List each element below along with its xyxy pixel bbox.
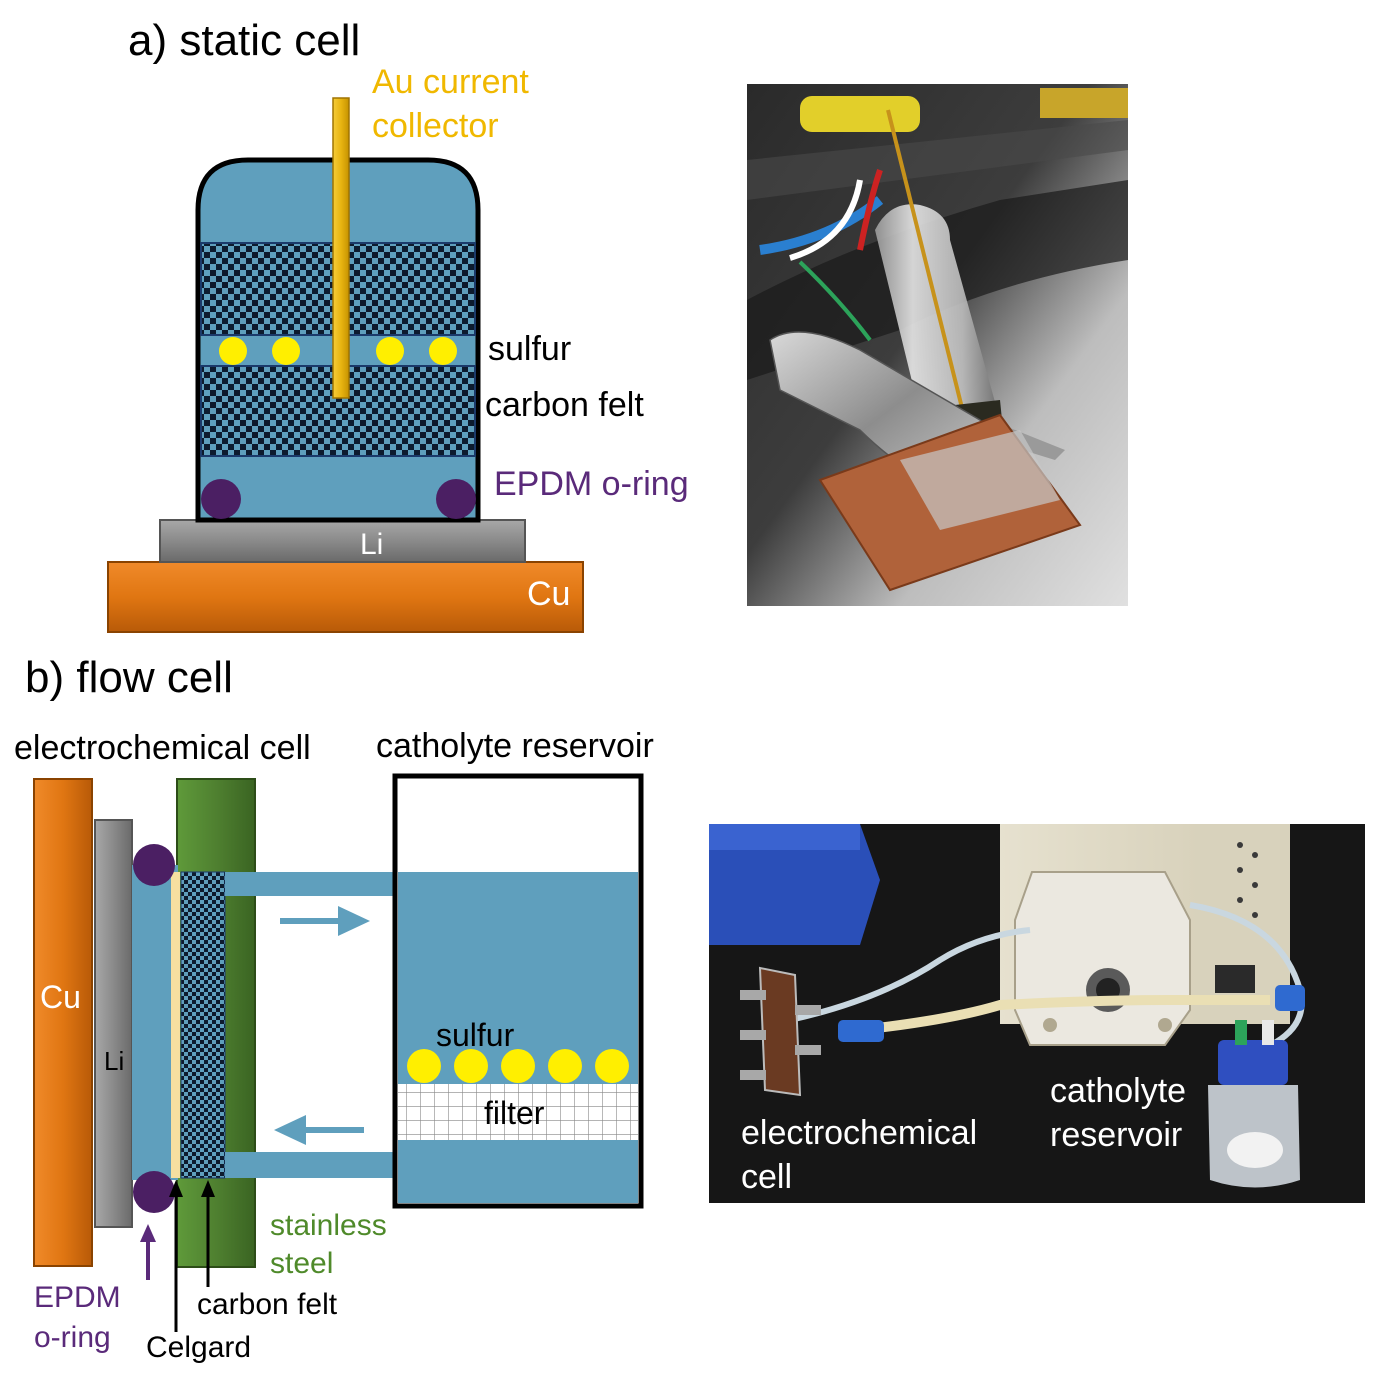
- sulfur-particle: [454, 1049, 488, 1083]
- photo-label-cell-line1: electrochemical: [741, 1114, 977, 1152]
- sulfur-particle: [407, 1049, 441, 1083]
- label-electrochemical-cell: electrochemical cell: [14, 729, 311, 767]
- label-catholyte-reservoir: catholyte reservoir: [376, 727, 654, 765]
- photo-label-reservoir-line1: catholyte: [1050, 1072, 1186, 1110]
- au-current-collector: [332, 97, 350, 399]
- pointer-celgard: [169, 1180, 183, 1332]
- lithium-plate: [94, 819, 133, 1228]
- flow-cell-diagram: [33, 773, 644, 1332]
- label-carbon-felt-b: carbon felt: [197, 1288, 338, 1321]
- pointer-carbon-felt: [201, 1180, 215, 1287]
- sulfur-particle: [595, 1049, 629, 1083]
- carbon-felt-strip: [180, 871, 226, 1179]
- panel-a-title: a) static cell: [128, 16, 360, 65]
- sulfur-particle: [429, 337, 457, 365]
- oring-top: [133, 844, 175, 886]
- photo-label-cell-line2: cell: [741, 1158, 792, 1196]
- label-oring-a: EPDM o-ring: [494, 465, 689, 503]
- copper-plate: [33, 778, 93, 1267]
- label-sulfur-b: sulfur: [436, 1017, 515, 1053]
- label-filter: filter: [484, 1095, 545, 1131]
- oring-bottom: [133, 1171, 175, 1213]
- pipe-top: [225, 872, 400, 896]
- sulfur-particle: [219, 337, 247, 365]
- label-cu-a: Cu: [527, 575, 570, 613]
- label-celgard: Celgard: [146, 1331, 251, 1364]
- pipe-bottom: [225, 1152, 400, 1178]
- label-stainless-line2: steel: [270, 1247, 333, 1280]
- photo-label-reservoir-line2: reservoir: [1050, 1116, 1182, 1154]
- flow-cell-photo: [709, 824, 1365, 1203]
- label-oring-b-line2: o-ring: [34, 1321, 111, 1354]
- lithium-layer: [159, 519, 526, 563]
- label-carbon-felt-a: carbon felt: [485, 386, 644, 424]
- filter: [398, 1084, 638, 1140]
- celgard-separator: [171, 872, 180, 1178]
- label-li-b: Li: [104, 1046, 124, 1076]
- reservoir-liquid: [398, 872, 638, 1203]
- copper-base: [107, 561, 584, 633]
- flow-arrow-left: [274, 1115, 364, 1145]
- label-sulfur-a: sulfur: [488, 330, 571, 368]
- label-stainless-line1: stainless: [270, 1209, 387, 1242]
- sulfur-particle: [376, 337, 404, 365]
- sulfur-particle: [501, 1049, 535, 1083]
- label-cu-b: Cu: [40, 979, 81, 1015]
- label-oring-b-line1: EPDM: [34, 1281, 121, 1314]
- static-cell-photo: [747, 84, 1128, 606]
- electrolyte-channel: [132, 865, 178, 1180]
- static-cell-diagram: [107, 97, 584, 633]
- oring-left: [201, 479, 241, 519]
- sulfur-particle: [272, 337, 300, 365]
- label-au-line1: Au current: [372, 63, 529, 101]
- label-li-a: Li: [360, 528, 383, 561]
- label-au-line2: collector: [372, 107, 499, 145]
- panel-b-title: b) flow cell: [25, 653, 233, 702]
- flow-arrow-right: [280, 906, 370, 936]
- pointer-oring: [140, 1224, 156, 1280]
- sulfur-particle: [548, 1049, 582, 1083]
- oring-right: [436, 479, 476, 519]
